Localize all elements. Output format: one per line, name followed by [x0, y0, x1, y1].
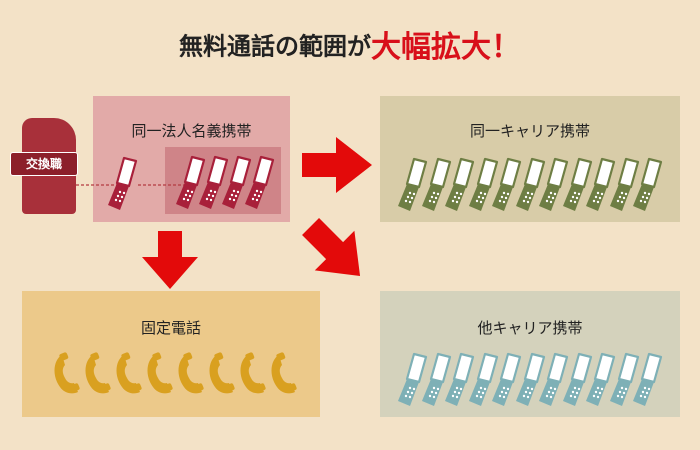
title-main-text: 無料通話の範囲が: [179, 32, 371, 61]
other-carrier-flip-phone-icon: [609, 352, 639, 406]
exchange-label: 交換職: [10, 152, 78, 176]
same-carrier-flip-phone-icon: [468, 157, 498, 211]
other-carrier-flip-phone-icon: [539, 352, 569, 406]
same-carrier-flip-phone-icon: [562, 157, 592, 211]
arrow-down-icon: [142, 231, 198, 289]
arrow-right-icon: [302, 137, 372, 193]
landline-handset-icon: [85, 352, 111, 394]
same-carrier-flip-phone-icon: [492, 157, 522, 211]
other-carrier-flip-phone-icon: [398, 352, 428, 406]
landline-handset-icon: [147, 352, 173, 394]
same-carrier-flip-phone-icon: [586, 157, 616, 211]
other-carrier-flip-phone-icon: [445, 352, 475, 406]
landline-handset-icon: [271, 352, 297, 394]
same-corp-grouped-flip-phone-icon: [222, 155, 252, 209]
landline-handset-icon: [209, 352, 235, 394]
landline-handset-icon: [116, 352, 142, 394]
landline-handset-icon: [240, 352, 266, 394]
other-carrier-flip-phone-icon: [468, 352, 498, 406]
same-corp-grouped-flip-phone-icon: [245, 155, 275, 209]
same-carrier-flip-phone-icon: [609, 157, 639, 211]
same-carrier-flip-phone-icon: [421, 157, 451, 211]
other-carrier-flip-phone-icon: [633, 352, 663, 406]
arrow-diagonal-icon: [302, 218, 361, 277]
landline-handset-icon: [54, 352, 80, 394]
same-corp-grouped-flip-phone-icon: [199, 155, 229, 209]
other-carrier-flip-phone-icon: [421, 352, 451, 406]
same-carrier-flip-phone-icon: [445, 157, 475, 211]
same-corp-mobile-label: 同一法人名義携帯: [131, 122, 252, 140]
other-carrier-flip-phone-icon: [515, 352, 545, 406]
other-carrier-flip-phone-icon: [562, 352, 592, 406]
same-corp-flip-phone-icon: [108, 156, 138, 210]
same-carrier-mobile-label: 同一キャリア携帯: [469, 122, 590, 140]
landline-handset-icon: [178, 352, 204, 394]
title-accent-text: 大幅拡大！: [371, 30, 521, 65]
same-corp-grouped-flip-phone-icon: [176, 155, 206, 209]
landline-label: 固定電話: [140, 319, 201, 337]
same-carrier-flip-phone-icon: [515, 157, 545, 211]
landline-box: 固定電話: [22, 291, 320, 417]
other-carrier-flip-phone-icon: [586, 352, 616, 406]
same-carrier-flip-phone-icon: [633, 157, 663, 211]
same-carrier-flip-phone-icon: [398, 157, 428, 211]
page-title: 無料通話の範囲が大幅拡大！: [0, 22, 700, 66]
other-carrier-flip-phone-icon: [492, 352, 522, 406]
other-carrier-mobile-label: 他キャリア携帯: [477, 319, 583, 337]
same-carrier-flip-phone-icon: [539, 157, 569, 211]
